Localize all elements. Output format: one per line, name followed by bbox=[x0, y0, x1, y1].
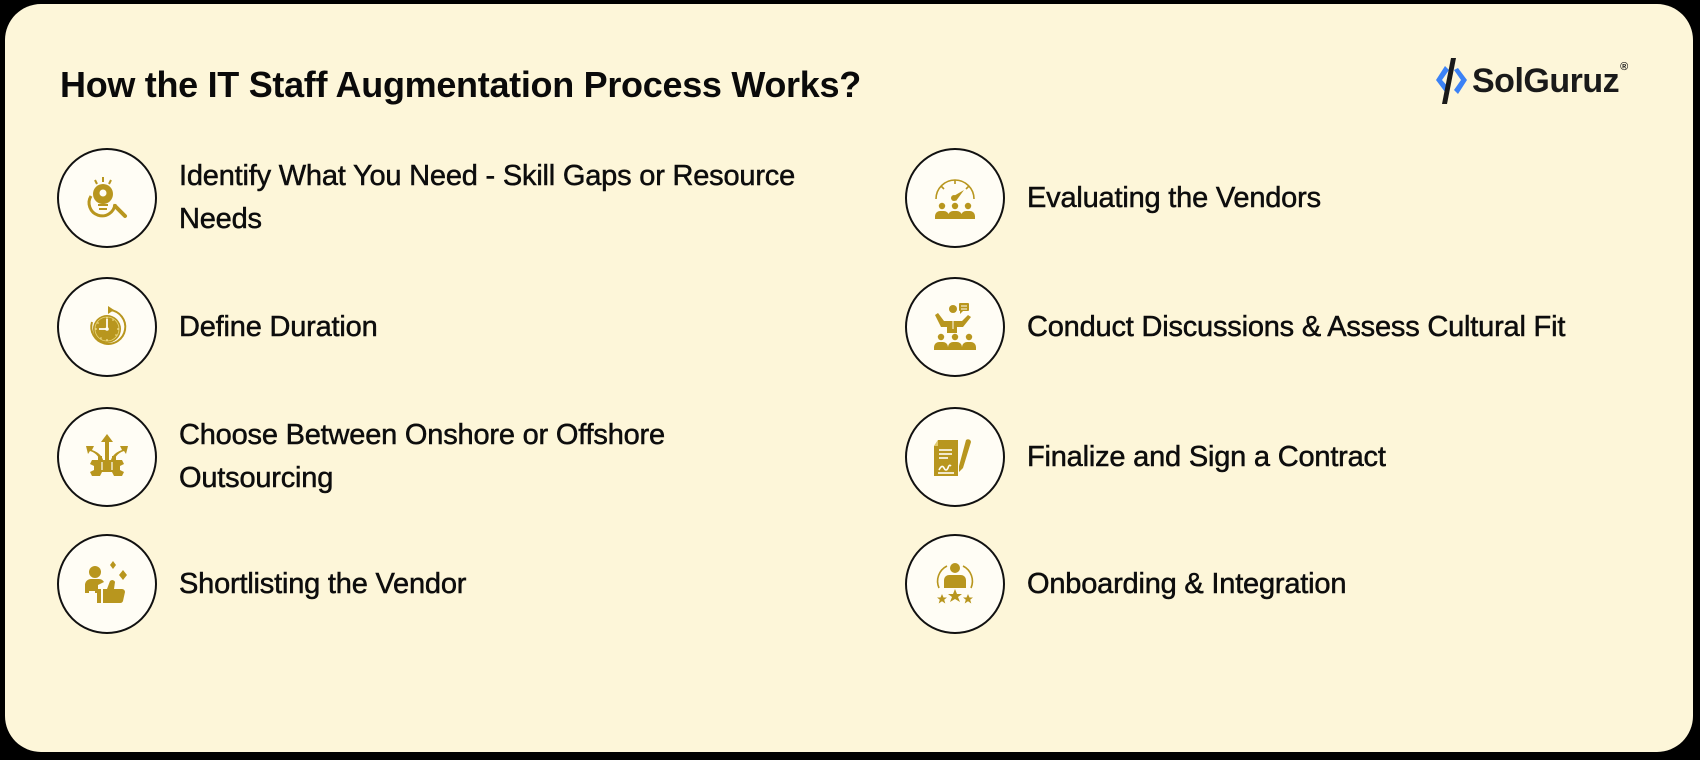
step-onshore-offshore: Choose Between Onshore or Offshore Outso… bbox=[57, 407, 799, 507]
step-shortlisting: Shortlisting the Vendor bbox=[57, 534, 799, 634]
step-define-duration: Define Duration bbox=[57, 277, 799, 377]
icon-circle bbox=[57, 148, 157, 248]
step-label: Finalize and Sign a Contract bbox=[1027, 440, 1386, 473]
step-label: Choose Between Onshore or Offshore Outso… bbox=[179, 419, 666, 495]
icon-circle bbox=[905, 277, 1005, 377]
step-label: Define Duration bbox=[179, 310, 378, 343]
presenter-audience-icon bbox=[934, 303, 976, 350]
person-thumbs-up-sparkle-icon bbox=[85, 561, 127, 604]
step-label: Evaluating the Vendors bbox=[1027, 181, 1322, 214]
contract-signature-icon bbox=[934, 439, 971, 476]
person-stars-icon bbox=[936, 563, 974, 604]
step-label: Identify What You Need - Skill Gaps or R… bbox=[179, 160, 796, 236]
gauge-team-icon bbox=[935, 179, 975, 219]
step-onboarding-integration: Onboarding & Integration bbox=[905, 534, 1667, 634]
icon-circle bbox=[57, 534, 157, 634]
step-finalize-contract: Finalize and Sign a Contract bbox=[905, 407, 1667, 507]
infographic-card: How the IT Staff Augmentation Process Wo… bbox=[5, 4, 1693, 752]
step-evaluating-vendors: Evaluating the Vendors bbox=[905, 148, 1667, 248]
step-label: Conduct Discussions & Assess Cultural Fi… bbox=[1027, 310, 1566, 343]
logo-text: SolGuruz bbox=[1472, 61, 1620, 100]
icon-circle bbox=[905, 148, 1005, 248]
lightbulb-gear-search-icon bbox=[87, 177, 127, 218]
step-discussions-cultural-fit: Conduct Discussions & Assess Cultural Fi… bbox=[905, 277, 1667, 377]
solguruz-logo[interactable]: SolGuruz ® bbox=[1432, 56, 1628, 106]
icon-circle bbox=[57, 407, 157, 507]
step-label: Onboarding & Integration bbox=[1027, 567, 1347, 600]
gear-branching-arrows-icon bbox=[86, 434, 128, 476]
icon-circle bbox=[905, 534, 1005, 634]
logo-mark-icon bbox=[1436, 58, 1467, 104]
icon-circle bbox=[905, 407, 1005, 507]
clock-refresh-icon bbox=[90, 306, 127, 345]
page-title: How the IT Staff Augmentation Process Wo… bbox=[60, 64, 861, 105]
registered-mark: ® bbox=[1620, 61, 1629, 73]
step-identify-needs: Identify What You Need - Skill Gaps or R… bbox=[57, 148, 799, 248]
step-label: Shortlisting the Vendor bbox=[179, 567, 467, 600]
icon-circle bbox=[57, 277, 157, 377]
